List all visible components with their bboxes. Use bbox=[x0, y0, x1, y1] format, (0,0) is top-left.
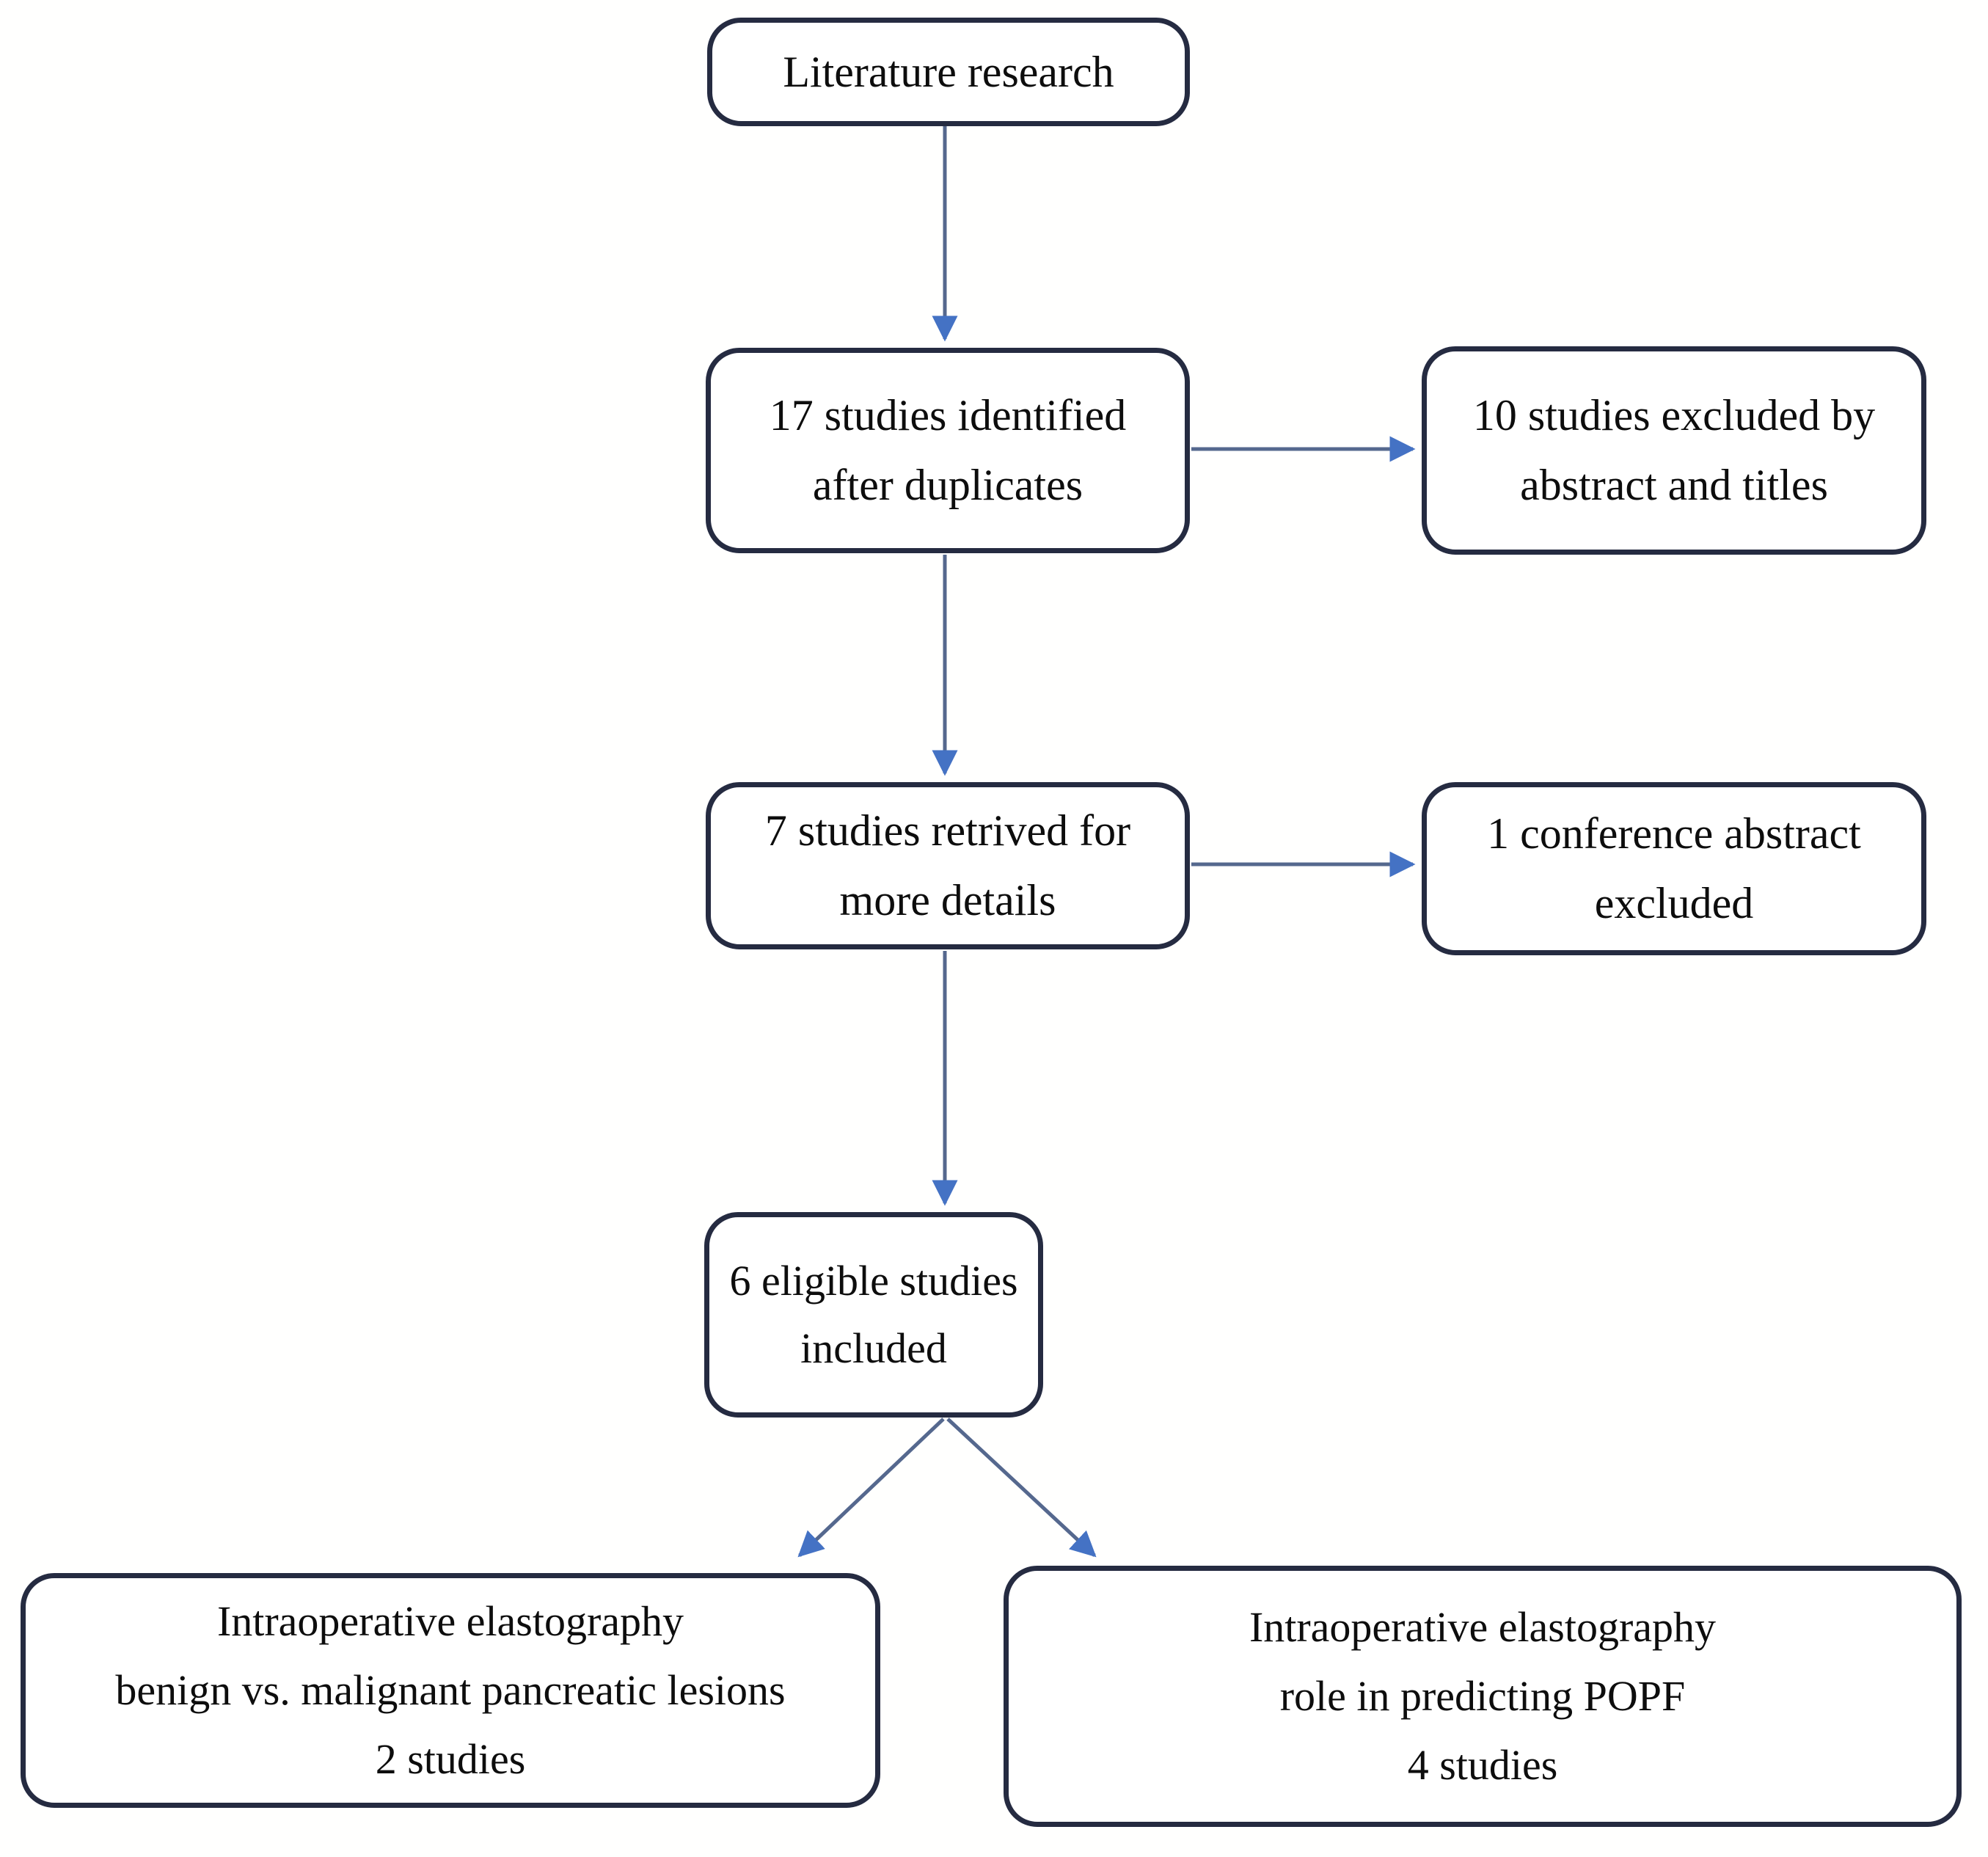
node-retrieved-more-details[interactable]: 7 studies retrived for more details bbox=[706, 782, 1190, 949]
node-line: abstract and titles bbox=[1520, 461, 1828, 509]
node-benign-vs-malignant[interactable]: Intraoperative elastography benign vs. m… bbox=[21, 1573, 880, 1808]
node-line: 17 studies identified bbox=[769, 391, 1127, 440]
node-excluded-abstract-titles[interactable]: 10 studies excluded by abstract and titl… bbox=[1422, 346, 1926, 555]
node-literature-research[interactable]: Literature research bbox=[707, 18, 1190, 126]
node-conference-abstract-excluded[interactable]: 1 conference abstract excluded bbox=[1422, 782, 1926, 955]
node-line: Literature research bbox=[783, 47, 1114, 96]
node-line: 4 studies bbox=[1407, 1740, 1558, 1789]
node-line: 1 conference abstract bbox=[1487, 809, 1861, 858]
node-predicting-popf[interactable]: Intraoperative elastography role in pred… bbox=[1004, 1566, 1962, 1827]
node-line: 10 studies excluded by bbox=[1472, 391, 1876, 440]
edge-eligible-to-popf bbox=[946, 1418, 1097, 1558]
node-line: 7 studies retrived for bbox=[764, 806, 1131, 855]
node-line: role in predicting POPF bbox=[1279, 1672, 1686, 1721]
edge-eligible-to-benign bbox=[797, 1418, 945, 1558]
node-line: 2 studies bbox=[375, 1734, 526, 1783]
node-line: after duplicates bbox=[812, 461, 1083, 509]
node-eligible-included[interactable]: 6 eligible studies included bbox=[704, 1212, 1043, 1418]
node-identified-after-duplicates[interactable]: 17 studies identified after duplicates bbox=[706, 348, 1190, 553]
node-line: Intraoperative elastography bbox=[1249, 1603, 1717, 1652]
node-line: 6 eligible studies bbox=[729, 1257, 1018, 1305]
node-line: Intraoperative elastography bbox=[216, 1597, 684, 1646]
node-line: benign vs. malignant pancreatic lesions bbox=[115, 1666, 786, 1715]
node-line: more details bbox=[839, 876, 1056, 924]
node-line: included bbox=[800, 1324, 947, 1372]
node-line: excluded bbox=[1594, 879, 1754, 927]
